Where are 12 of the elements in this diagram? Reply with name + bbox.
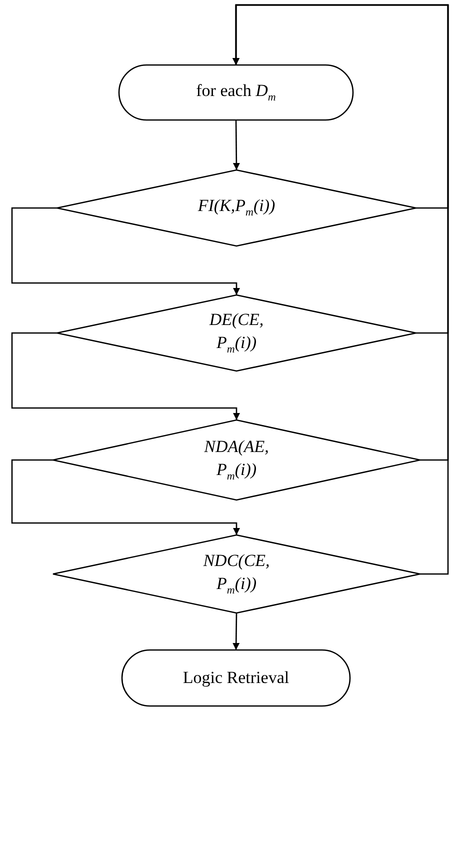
arrow	[232, 120, 240, 170]
node-label: DE(CE, P$_{m}$(i))	[208, 308, 265, 358]
node-label: for each D$_{m}$	[196, 80, 276, 106]
node-label: NDA(AE, P$_{m}$(i))	[203, 436, 270, 484]
arrow	[11, 459, 240, 535]
arrow	[232, 613, 240, 650]
arrow	[11, 332, 240, 420]
node-label: Logic Retrieval	[182, 666, 290, 689]
arrow	[11, 207, 240, 295]
node-label: FI(K,P$_{m}$(i))	[198, 195, 276, 221]
arrow	[232, 4, 449, 575]
node-label: NDC(CE, P$_{m}$(i))	[202, 550, 271, 598]
